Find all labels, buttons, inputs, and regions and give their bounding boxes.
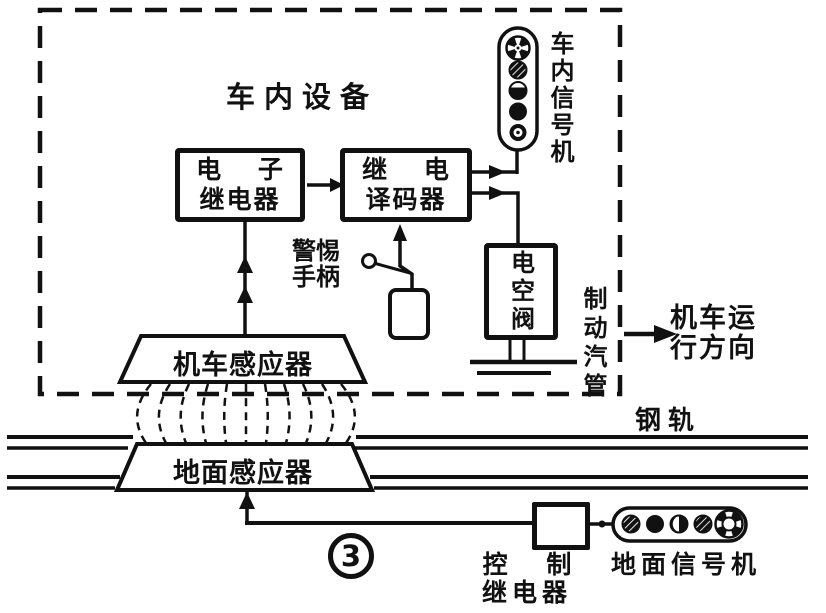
cab-signal-head: [497, 26, 539, 152]
vigilance-handle-label: 警惕 手柄: [274, 238, 358, 290]
control-relay-box: [532, 502, 590, 550]
rails: [7, 435, 808, 490]
vigilance-handle-label-line1: 警惕: [292, 237, 340, 265]
ground-signal-label: 地面信号机: [611, 550, 762, 579]
ground-signal-head: [611, 506, 748, 543]
coupling-flux-arcs: [135, 383, 357, 444]
cab-equipment-dashed-boundary: [37, 7, 623, 397]
vigilance-handle-box: [388, 288, 430, 340]
connection-wires: [237, 149, 677, 528]
brake-pipe-label: 制动汽管: [579, 286, 607, 402]
direction-label: 机车运 行方向: [670, 304, 757, 364]
ground-signal-lamp-flashing: [714, 509, 744, 539]
control-relay-label-line1: 控 制: [482, 550, 572, 579]
electro-pneumatic-valve-box: 电空阀: [484, 243, 558, 340]
rail-label: 钢轨: [635, 406, 702, 436]
cab-signal-lamp-3: [508, 81, 528, 100]
circled-number-3: 3: [328, 533, 374, 579]
cab-signal-lamp-flashing: [505, 35, 531, 61]
vigilance-handle-label-line2: 手柄: [292, 263, 340, 291]
direction-label-line2: 行方向: [670, 333, 757, 364]
control-relay-label-line2: 继电器: [481, 578, 572, 607]
valve-label: 电空阀: [506, 249, 535, 334]
cab-signal-lamp-4: [509, 102, 527, 121]
electronic-relay-label-line1: 电 子: [196, 155, 284, 184]
loco-inductor-label: 机车感应器: [173, 350, 313, 381]
control-relay-label: 控 制 继电器: [462, 551, 592, 607]
loco-inductor-shape: [116, 334, 369, 384]
circled-number-text: 3: [340, 539, 362, 573]
cab-equipment-title: 车内设备: [226, 80, 379, 114]
cab-signal-label: 车内信号机: [546, 31, 574, 166]
electronic-relay-label-line2: 继电器: [199, 185, 281, 214]
cab-signal-lamp-5: [509, 124, 527, 141]
relay-decoder-box: 继 电 译码器: [340, 148, 472, 222]
relay-decoder-label-line2: 译码器: [365, 185, 447, 214]
direction-label-line1: 机车运: [670, 303, 757, 334]
cab-signal-lamp-2: [508, 60, 528, 80]
ground-inductor-shape: [113, 442, 376, 492]
electronic-relay-box: 电 子 继电器: [175, 148, 305, 222]
relay-decoder-label-line1: 继 电: [362, 155, 450, 184]
ground-inductor-label: 地面感应器: [173, 458, 313, 489]
